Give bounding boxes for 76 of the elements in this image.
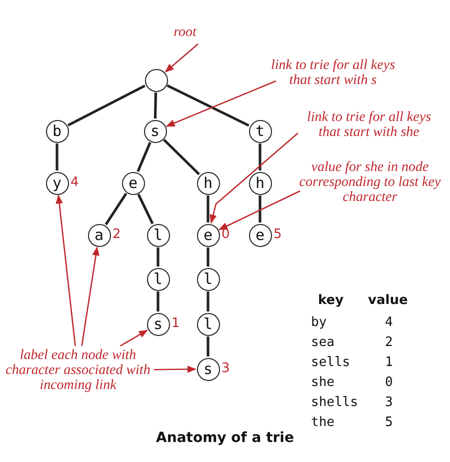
trie-link (156, 248, 160, 266)
annotation-arrow (164, 44, 198, 72)
node-character: h (202, 172, 214, 192)
annotation-note: link to trie for all keys that start with s (262, 58, 404, 88)
annotation-note: value for she in node corresponding to last key character (296, 160, 444, 205)
annotation-arrow (81, 246, 100, 346)
node-character: t (254, 120, 266, 140)
trie-link (156, 292, 160, 312)
annotation-note: label each node with character associated with incoming link (4, 348, 152, 393)
node-character: h (254, 172, 266, 192)
table-header: value (368, 293, 408, 308)
trie-node-circle (144, 120, 166, 142)
node-value: 5 (274, 228, 282, 242)
trie-link (56, 144, 58, 170)
trie-link (136, 142, 152, 172)
table-key: sells (311, 355, 350, 370)
annotation-arrow (56, 194, 76, 346)
trie-link (206, 196, 210, 222)
node-character: y (51, 172, 63, 192)
trie-link (258, 144, 262, 170)
trie-link (163, 138, 200, 176)
table-key: she (311, 375, 334, 390)
node-character: s (152, 314, 164, 334)
table-key: the (311, 415, 334, 430)
node-value: 2 (112, 228, 121, 242)
node-character: e (254, 224, 266, 244)
trie-link (104, 192, 128, 226)
table-value: 2 (385, 335, 393, 350)
trie-node-circle (122, 172, 144, 194)
table-value: 4 (385, 315, 393, 330)
table-key: by (311, 315, 327, 330)
trie-node-circle (146, 224, 170, 246)
node-character: s (149, 120, 161, 140)
trie-link (206, 292, 210, 312)
node-character: e (202, 224, 214, 244)
trie-link (206, 336, 210, 356)
node-character: b (51, 120, 63, 140)
trie-link (154, 92, 158, 119)
table-header: key (318, 293, 344, 308)
table-value: 3 (385, 395, 393, 410)
node-value: 1 (172, 316, 180, 330)
node-value: 4 (70, 176, 79, 190)
table-value: 5 (385, 415, 393, 430)
table-value: 1 (385, 355, 393, 370)
trie-link (68, 84, 146, 126)
trie-node-circle (146, 268, 170, 290)
trie-link (258, 196, 262, 222)
annotation-arrow (210, 132, 298, 224)
annotation-arrow (166, 80, 276, 127)
trie-node-circle (196, 172, 220, 194)
trie-link (206, 248, 210, 266)
trie-link (137, 194, 154, 224)
node-character: a (93, 224, 105, 244)
table-value: 0 (385, 375, 393, 390)
node-value: 3 (222, 362, 230, 376)
node-character: l (152, 224, 164, 244)
node-character: l (152, 268, 164, 288)
trie-node-circle (196, 268, 220, 290)
annotation-note: link to trie for all keys that start with she (298, 110, 440, 140)
trie-node-circle (248, 120, 272, 142)
node-character: s (202, 358, 214, 378)
trie-node-circle (248, 172, 272, 194)
trie-node-circle (196, 312, 220, 336)
node-character: e (127, 172, 139, 192)
trie-link (166, 84, 250, 127)
annotation-arrow (120, 330, 148, 347)
root-node-circle (144, 68, 168, 92)
annotation-arrow (218, 190, 300, 230)
caption: Anatomy of a trie (155, 430, 295, 446)
table-key: shells (311, 395, 358, 410)
node-character: l (202, 314, 214, 334)
annotation-arrow (154, 366, 196, 373)
table-key: sea (311, 335, 334, 350)
node-character: l (202, 268, 214, 288)
annotation-note: root (165, 25, 205, 40)
trie-node-circle (46, 120, 68, 142)
